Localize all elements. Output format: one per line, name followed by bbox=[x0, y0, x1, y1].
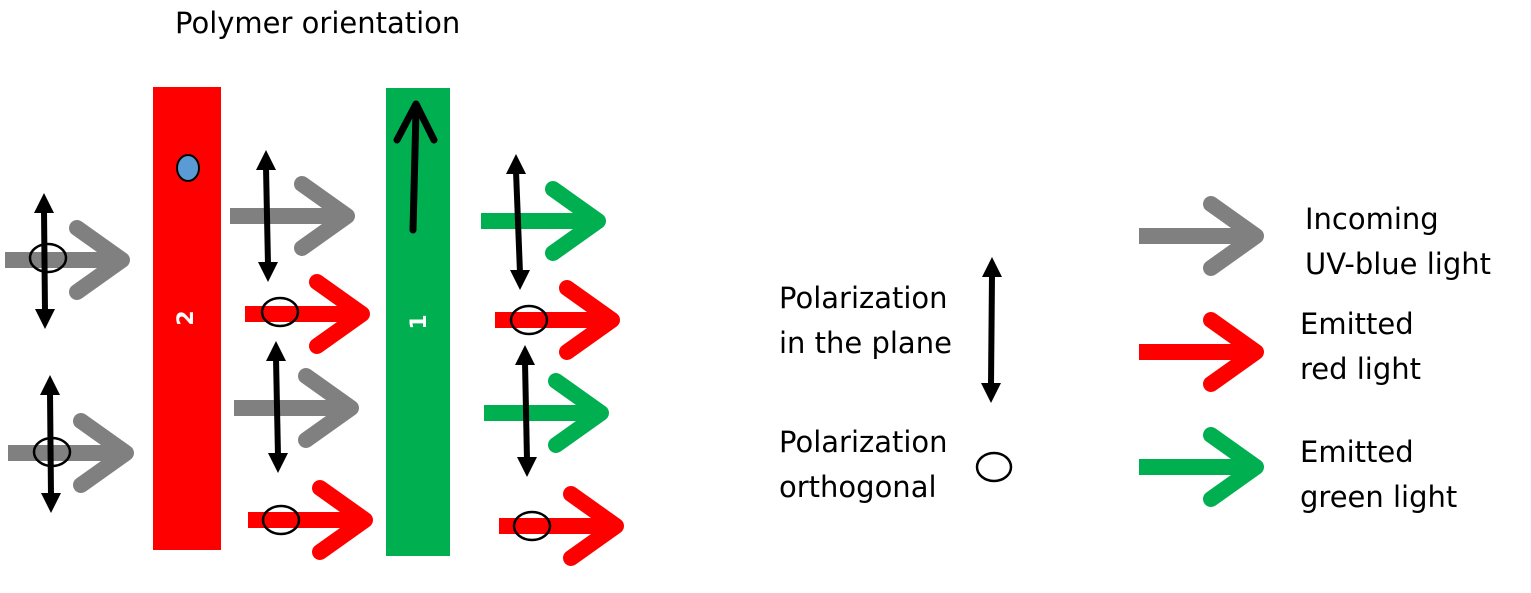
in-plane-polarization-icon bbox=[266, 341, 288, 473]
legend-red-line1: Emitted bbox=[1300, 307, 1414, 341]
red-emission-arrow bbox=[499, 486, 624, 566]
legend-orthogonal-icon bbox=[975, 451, 1013, 483]
orientation-arrow bbox=[393, 100, 438, 234]
legend-orthogonal-line1: Polarization bbox=[779, 425, 948, 459]
red-emission-arrow bbox=[495, 280, 620, 360]
transmitted-arrow bbox=[234, 368, 359, 448]
legend-green-line2: green light bbox=[1300, 480, 1457, 514]
in-plane-polarization-icon bbox=[34, 193, 55, 329]
legend-in-plane-line2: in the plane bbox=[779, 326, 952, 360]
legend-in-plane: Polarization in the plane bbox=[779, 257, 1002, 403]
legend-incoming-line1: Incoming bbox=[1305, 202, 1439, 236]
red-emission-arrow bbox=[245, 274, 370, 354]
incoming-arrow bbox=[8, 413, 134, 493]
legend-incoming-line2: UV-blue light bbox=[1305, 247, 1491, 281]
orthogonal-polarization-icon bbox=[261, 504, 301, 536]
legend-incoming: Incoming UV-blue light bbox=[1139, 196, 1491, 281]
legend-green-line1: Emitted bbox=[1300, 435, 1414, 469]
orthogonal-polarization-icon bbox=[509, 304, 549, 336]
blue-dot bbox=[176, 154, 200, 182]
in-plane-polarization-icon bbox=[256, 150, 278, 282]
green-emission-arrow bbox=[484, 373, 609, 453]
legend-in-plane-line1: Polarization bbox=[779, 281, 948, 315]
diagram-title: Polymer orientation bbox=[175, 6, 460, 40]
legend-red: Emitted red light bbox=[1139, 307, 1421, 392]
green-slab-label: 1 bbox=[407, 314, 432, 329]
orthogonal-polarization-icon bbox=[512, 510, 552, 542]
in-plane-polarization-icon bbox=[40, 375, 61, 513]
legend-orthogonal: Polarization orthogonal bbox=[779, 425, 1013, 504]
legend-orthogonal-line2: orthogonal bbox=[779, 470, 937, 504]
orthogonal-polarization-icon bbox=[28, 242, 68, 274]
red-emission-arrow bbox=[248, 480, 373, 560]
red-slab-label: 2 bbox=[174, 310, 199, 325]
orthogonal-polarization-icon bbox=[260, 296, 300, 328]
transmitted-arrow bbox=[230, 176, 355, 256]
legend-incoming-arrow bbox=[1139, 196, 1264, 276]
legend-red-arrow bbox=[1139, 312, 1264, 392]
legend-in-plane-icon bbox=[981, 257, 1002, 403]
green-emission-arrow bbox=[481, 181, 606, 261]
incoming-arrow bbox=[5, 220, 130, 300]
in-plane-polarization-icon bbox=[506, 154, 530, 290]
legend-red-line2: red light bbox=[1300, 352, 1421, 386]
legend-green: Emitted green light bbox=[1139, 427, 1457, 514]
legend-green-arrow bbox=[1139, 427, 1264, 507]
in-plane-polarization-icon bbox=[515, 345, 537, 477]
orthogonal-polarization-icon bbox=[32, 436, 72, 468]
